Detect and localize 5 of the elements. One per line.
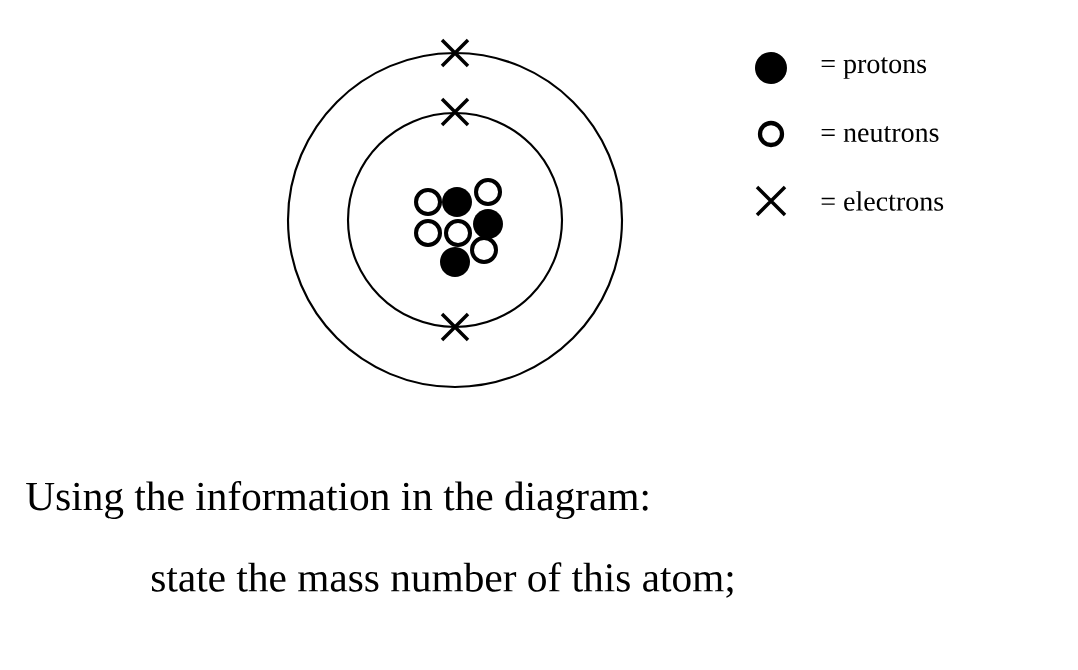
question-text: Using the information in the diagram: [26,481,648,519]
legend-label: = electrons [821,191,944,211]
legend-label: = neutrons [821,125,939,142]
question-text: state the mass number of this atom; [151,562,733,598]
legend-label: = protons [821,57,927,79]
